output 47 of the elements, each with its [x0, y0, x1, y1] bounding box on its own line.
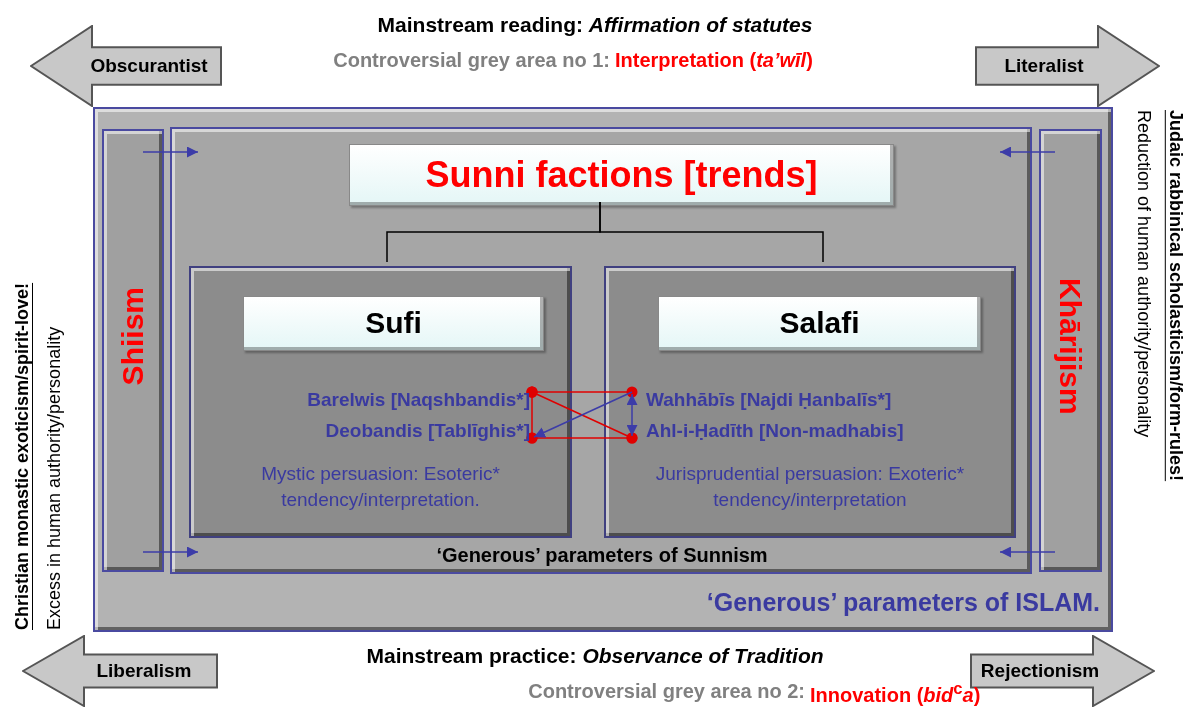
heading-text: Sufi [364, 305, 423, 342]
heading-box [349, 144, 894, 206]
caption-text: Mainstream reading: Affirmation of statutes [376, 12, 814, 38]
item-text: Barelwis [Naqshbandis*] [306, 388, 531, 413]
band-label: Khārijism [1053, 276, 1089, 417]
arrow [142, 146, 199, 158]
caption-text: Controversial grey area no 1: [332, 48, 610, 73]
side-note: Reduction of human authority/personality [1132, 110, 1155, 440]
block-arrow [30, 25, 222, 107]
block-arrow [22, 635, 218, 707]
item-text: Ahl-i-Ḥadīth [Non-madhabis] [645, 419, 905, 444]
frame-caption: ‘Generous’ parameters of Sunnism [435, 542, 769, 568]
side-note: Christian monastic exoticism/spirit-love! [11, 281, 34, 630]
double-arrow [626, 393, 638, 437]
caption-text: Interpretation (ta’wīl) [615, 48, 814, 73]
block-arrow [975, 25, 1160, 107]
arrow [999, 146, 1056, 158]
caption-text: Controversial grey area no 2: [527, 679, 805, 704]
outer-frame [93, 107, 1113, 632]
heading-box [658, 296, 981, 351]
heading-text: Salafi [778, 305, 861, 342]
arrow-label: Liberalism [95, 659, 193, 684]
connector-line [599, 201, 824, 263]
arrow [533, 391, 633, 438]
side-note: Judaic rabbinical scholasticism/form-rules! [1164, 110, 1187, 484]
inner-frame [170, 127, 1032, 574]
frame-caption: ‘Generous’ parameters of ISLAM. [705, 586, 1100, 618]
description-text: Jurisprudential persuasion: Exoteric* tendency/interpretation [654, 462, 966, 512]
description-text: Mystic persuasion: Esoteric* tendency/interpretation. [260, 462, 501, 512]
arrow-label: Literalist [1003, 54, 1085, 79]
group-panel [189, 266, 572, 538]
group-panel [604, 266, 1016, 538]
side-note: Excess in human authority/personality [43, 325, 66, 630]
arrow [142, 546, 199, 558]
caption-text: Mainstream practice: Observance of Tradition [365, 643, 825, 669]
heading-box [243, 296, 544, 351]
item-text: Wahhābīs [Najdi Ḥanbalīs*] [645, 388, 893, 413]
arrow-label: Rejectionism [979, 659, 1101, 684]
item-text: Deobandis [Tablīghis*] [324, 419, 531, 444]
band-label: Shiism [114, 285, 150, 388]
dot-ended-line [526, 386, 638, 444]
vertical-band [1039, 129, 1102, 572]
arrow [999, 546, 1056, 558]
heading-text: Sunni factions [trends] [424, 153, 819, 198]
vertical-band [102, 129, 164, 572]
caption-text: Innovation (bid$^{c}$a) [810, 679, 982, 707]
arrow-label: Obscurantist [89, 54, 209, 79]
